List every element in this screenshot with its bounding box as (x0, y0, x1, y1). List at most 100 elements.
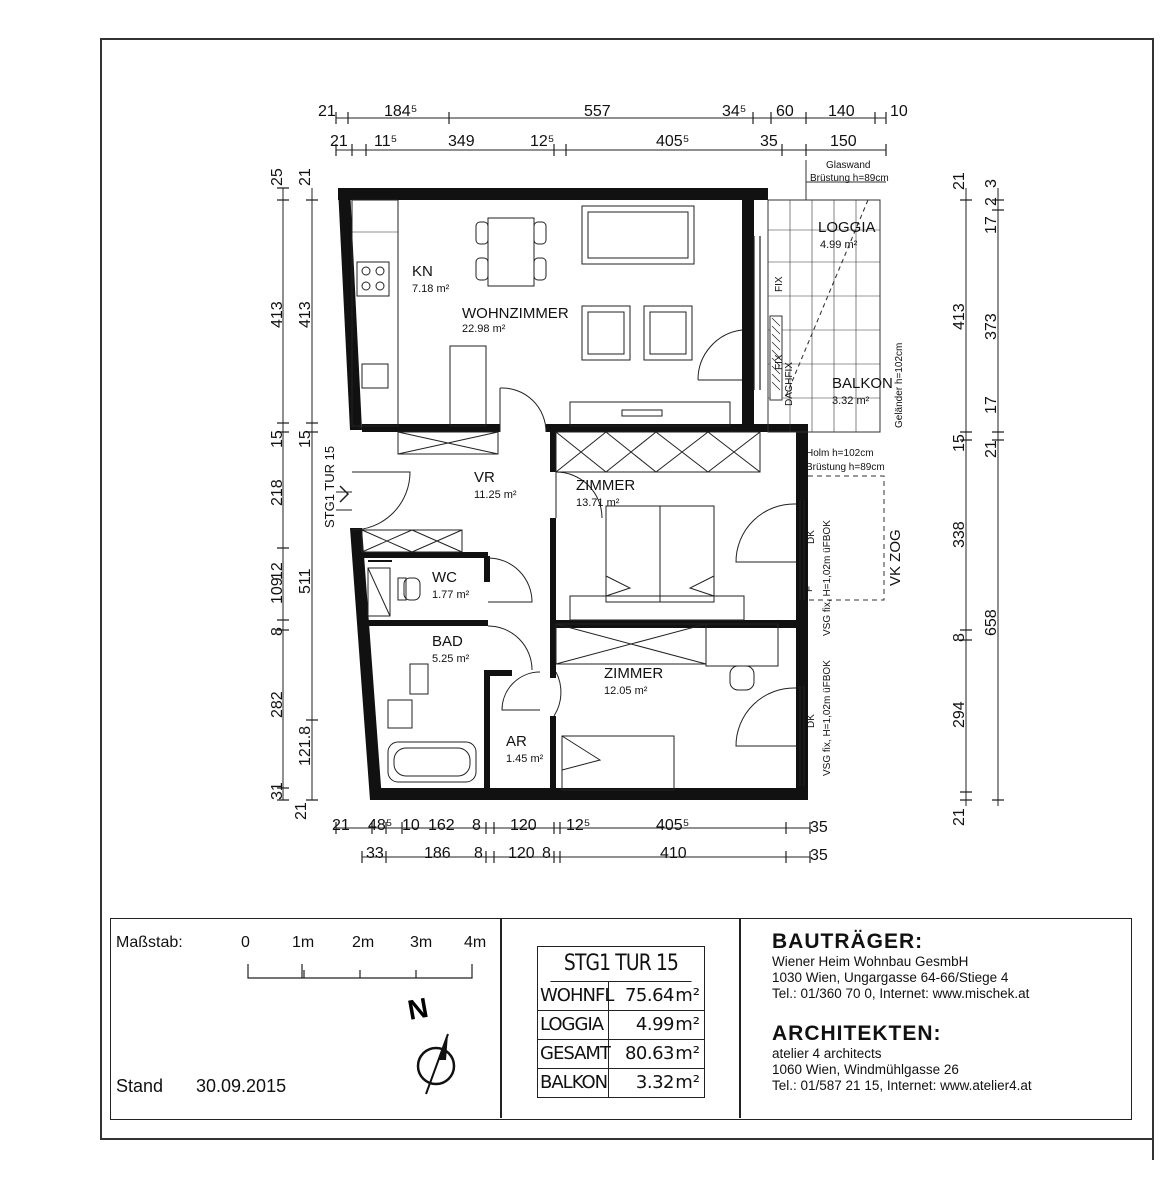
note-fix1: FIX (774, 276, 785, 292)
areas-unit: m² (675, 1072, 700, 1093)
dim-right2-0: 17 (983, 216, 1000, 234)
areas-row: GESAMT 80.63 m² (538, 1039, 704, 1068)
areas-value: 75.64 (624, 985, 675, 1006)
room-kn-area: 7.18 m² (412, 283, 450, 295)
glazing (753, 236, 805, 786)
room-zimmer2-area: 12.05 m² (604, 685, 648, 697)
dim-left2-4: 121.8 (297, 726, 314, 766)
room-bad-area: 5.25 m² (432, 653, 470, 665)
dim-left1-0: 25 (269, 168, 286, 186)
dim-bottom1-1: 48⁵ (368, 817, 392, 834)
dim-bottom2-2: 8 (474, 845, 483, 862)
right-frame-line (1152, 40, 1154, 1160)
dim-left1-5: 12 (269, 562, 286, 580)
scale-bar (247, 964, 473, 979)
dim-top2-1: 11⁵ (374, 133, 397, 150)
dim-left2-3: 511 (297, 568, 314, 594)
dim-left1-4: 109 (269, 577, 286, 604)
dining-table (475, 217, 547, 287)
dim-left2-0: 21 (297, 168, 314, 186)
dim-top1-1: 184⁵ (384, 103, 417, 120)
note-f: F (804, 586, 815, 592)
dimension-lines (282, 117, 999, 858)
room-wc-name: WC (432, 569, 457, 586)
loggia-balkon (767, 160, 886, 433)
dim-bottom1-4: 8 (472, 817, 481, 834)
entrance-label: STG1 TUR 15 (322, 446, 337, 528)
dim-left1-7: 282 (269, 691, 286, 718)
areas-table: STG1 TUR 15 WOHNFL 75.64 m² LOGGIA 4.99 … (537, 946, 705, 1098)
room-zimmer1-area: 13.71 m² (576, 497, 620, 509)
dim-top1-6: 10 (890, 103, 908, 120)
areas-value: 3.32 (635, 1072, 675, 1093)
dim-left1-3: 218 (269, 479, 286, 506)
room-labels: KN 7.18 m² WOHNZIMMER 22.98 m² LOGGIA 4.… (412, 219, 893, 765)
dim-right1-2: 15 (951, 434, 968, 452)
architekten-heading: ARCHITEKTEN: (772, 1022, 942, 1045)
north-arrow-icon: N (405, 992, 456, 1095)
room-wohnzimmer-name: WOHNZIMMER (462, 305, 569, 322)
dim-bottom2-0: 33 (366, 845, 384, 862)
dim-bottom1-2: 10 (402, 817, 420, 834)
areas-key: WOHNFL (538, 982, 614, 1010)
areas-unit: m² (675, 1043, 700, 1064)
plan-notes: STG1 TUR 15 Glaswand Brüstung h=89cm Gel… (322, 160, 905, 776)
title-divider-1 (500, 918, 502, 1118)
architekten-line1: atelier 4 architects (772, 1046, 882, 1061)
dim-left1-6: 8 (269, 627, 286, 636)
note-dk2: DK (806, 714, 817, 728)
note-holm: Holm h=102cm (806, 448, 874, 459)
areas-row: WOHNFL 75.64 m² (538, 982, 704, 1010)
title-block (110, 918, 1132, 1120)
dim-right1-0: 21 (951, 172, 968, 190)
dim-left1-8: 31 (269, 782, 286, 800)
dim-bottom2-3: 120 (508, 845, 535, 862)
dimension-texts-right2: 17 2 3 373 17 21 658 (983, 179, 1000, 636)
floor-plan: 21 184⁵ 557 34⁵ 60 140 10 21 11⁵ 349 12⁵… (269, 103, 1004, 864)
dim-bottom1-0: 21 (332, 817, 350, 834)
dim-top1-4: 60 (776, 103, 794, 120)
bautraeger-line2: 1030 Wien, Ungargasse 64-66/Stiege 4 (772, 970, 1009, 985)
outer-walls (338, 188, 808, 800)
kitchen-counter (351, 199, 399, 427)
note-dk2-detail: VSG fix, H=1,02m üFBOK (822, 660, 833, 776)
dim-left2-5: 21 (293, 802, 310, 820)
dim-right2-4: 17 (983, 396, 1000, 414)
dim-bottom1-7: 405⁵ (656, 817, 689, 834)
dim-right2-5: 21 (983, 440, 1000, 458)
dim-top2-3: 12⁵ (530, 133, 554, 150)
scale-tick-1: 1m (292, 934, 315, 951)
dim-top1-3: 34⁵ (722, 103, 746, 120)
dim-top2-5: 35 (760, 133, 778, 150)
dim-right1-4: 8 (951, 633, 968, 642)
dim-right2-3: 373 (983, 313, 1000, 340)
scale-tick-4: 4m (464, 934, 487, 951)
areas-title: STG1 TUR 15 (550, 947, 692, 982)
dimension-texts-left2: 21 413 15 511 121.8 21 (293, 168, 314, 820)
dim-right2-6: 658 (983, 609, 1000, 636)
room-bad-name: BAD (432, 633, 463, 650)
room-zimmer1-name: ZIMMER (576, 477, 635, 494)
room-ar-name: AR (506, 733, 527, 750)
note-dk1: DK (806, 530, 817, 544)
sanitary (367, 567, 477, 783)
dim-right1-3: 338 (951, 521, 968, 548)
dim-bottom2-6: 35 (810, 847, 828, 864)
dimension-texts-bottom1: 21 48⁵ 10 162 8 120 12⁵ 405⁵ 35 (332, 817, 828, 836)
architekten-line3: Tel.: 01/587 21 15, Internet: www.atelie… (772, 1078, 1032, 1093)
dim-left2-2: 15 (297, 430, 314, 448)
areas-value: 80.63 (624, 1043, 675, 1064)
room-zimmer2-name: ZIMMER (604, 665, 663, 682)
stand-date: 30.09.2015 (196, 1076, 287, 1096)
areas-value: 4.99 (635, 1014, 675, 1035)
note-vk-zog: VK ZOG (887, 529, 904, 586)
note-glaswand: Glaswand (826, 160, 870, 171)
scale-tick-0: 0 (241, 934, 250, 951)
dim-top1-2: 557 (584, 103, 611, 120)
dim-left2-1: 413 (297, 301, 314, 328)
dimension-texts-right1: 21 413 15 338 8 294 21 (951, 172, 968, 826)
dimension-ticks (277, 112, 1004, 863)
dim-top2-6: 150 (830, 133, 857, 150)
areas-key: LOGGIA (538, 1011, 609, 1039)
bautraeger-heading: BAUTRÄGER: (772, 930, 924, 953)
